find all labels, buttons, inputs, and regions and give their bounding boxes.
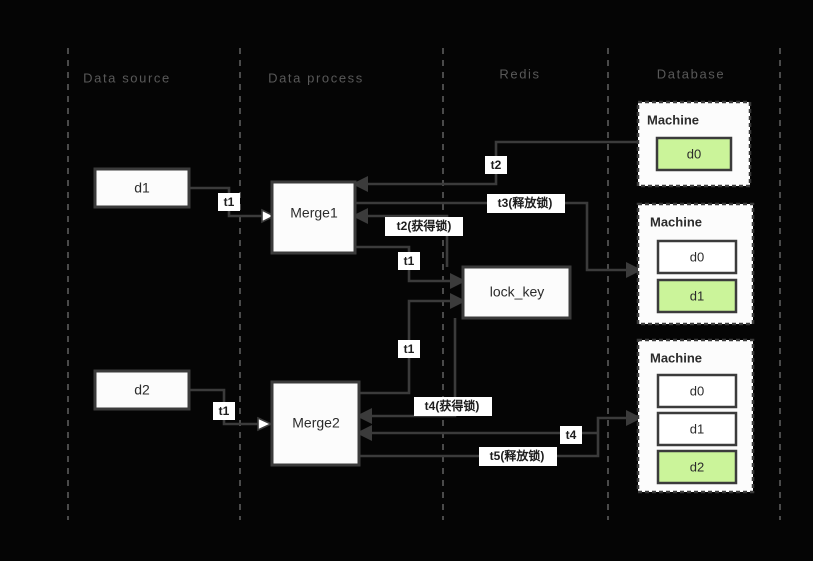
edge-label-merge1-lockkey: t1 [398, 252, 420, 270]
lane-titles: Data source Data process Redis Database [83, 66, 725, 85]
machine-3-chip-d2[interactable] [656, 449, 738, 485]
lane-title-data-source: Data source [83, 70, 171, 85]
node-d1-label: d1 [134, 180, 150, 196]
node-merge2-box[interactable] [270, 380, 361, 467]
edge-label-machine-merge2-bg [560, 426, 582, 444]
machine-2-chip-d1-label: d1 [690, 288, 704, 303]
edge-label-d2-merge2-bg [213, 402, 235, 420]
edge-label-d2-merge2-text: t1 [219, 404, 230, 418]
edge-label-lock-acquire-merge1-text: t2(获得锁) [397, 218, 452, 233]
machine-1[interactable]: Machine d0 [636, 100, 752, 188]
arrowhead-merge1-to-machine2 [626, 262, 642, 278]
connector-merge1-to-machine2 [355, 201, 628, 272]
edge-label-lock-acquire-merge2-bg [414, 397, 492, 416]
lane-title-data-process: Data process [268, 70, 364, 85]
connector-lockkey-acquire-merge1 [366, 214, 449, 267]
edge-label-merge1-lockkey-text: t1 [404, 254, 415, 268]
edge-label-lock-acquire-merge2-text: t4(获得锁) [425, 398, 480, 413]
node-merge1[interactable]: Merge1 [270, 180, 357, 255]
node-lock-key-label: lock_key [490, 284, 544, 300]
edge-label-d1-merge1: t1 [218, 193, 240, 211]
edge-label-merge2-machine3-bg [479, 447, 557, 466]
edge-label-machine-merge2: t4 [560, 426, 582, 444]
machine-3-chip-d2-label: d2 [690, 459, 704, 474]
lane-title-redis: Redis [499, 66, 540, 81]
machine-3-chip-d1[interactable] [656, 411, 738, 447]
edge-label-machine1-merge1: t2 [485, 156, 507, 174]
arrowhead-machine-to-merge2 [356, 425, 372, 441]
machine-2[interactable]: Machine d0 d1 [636, 202, 755, 326]
arrowhead-d2-to-merge2 [257, 416, 273, 432]
node-merge1-label: Merge1 [290, 205, 338, 221]
edge-label-machine1-merge1-text: t2 [491, 158, 502, 172]
arrowhead-d1-to-merge1 [261, 208, 276, 224]
machine-2-chip-d0[interactable] [656, 239, 738, 275]
edge-label-d1-merge1-text: t1 [224, 195, 235, 209]
arrowhead-machine1-to-merge1 [352, 176, 368, 192]
machine-1-chip-d0[interactable] [655, 136, 733, 172]
edge-label-merge1-machine2: t3(释放锁) [487, 194, 565, 213]
node-lock-key[interactable]: lock_key [461, 265, 572, 320]
machine-3-chip-d0-label: d0 [690, 383, 704, 398]
edge-label-merge1-machine2-text: t3(释放锁) [498, 195, 553, 210]
machine-3-chip-d0[interactable] [656, 373, 738, 409]
edge-label-machine-merge2-text: t4 [566, 428, 577, 442]
arrowhead-merge2-to-lockkey [450, 293, 466, 309]
node-lock-key-box[interactable] [461, 265, 572, 320]
edge-label-lock-acquire-merge2: t4(获得锁) [414, 397, 492, 416]
edge-label-merge2-lockkey-bg [398, 340, 420, 358]
connector-merge2-to-machine3 [359, 416, 628, 458]
edge-labels: t1 t1 t1 t1 t2(获得锁) t2 [213, 156, 582, 466]
edge-label-merge2-machine3-text: t5(释放锁) [490, 448, 545, 463]
node-d2[interactable]: d2 [93, 369, 191, 411]
edge-label-machine1-merge1-bg [485, 156, 507, 174]
node-d2-box[interactable] [93, 369, 191, 411]
edge-label-d2-merge2: t1 [213, 402, 235, 420]
machine-3[interactable]: Machine d0 d1 d2 [636, 338, 755, 494]
machine-2-title: Machine [650, 214, 702, 229]
node-merge1-box[interactable] [270, 180, 357, 255]
node-merge2[interactable]: Merge2 [270, 380, 361, 467]
machine-2-chip-d0-label: d0 [690, 249, 704, 264]
edge-label-merge1-lockkey-bg [398, 252, 420, 270]
edge-label-lock-acquire-merge1-bg [385, 217, 463, 236]
arrowhead-lockkey-acquire-merge1 [352, 208, 368, 224]
edge-label-merge2-machine3: t5(释放锁) [479, 447, 557, 466]
machine-3-chip-d1-label: d1 [690, 421, 704, 436]
node-d1-box[interactable] [93, 167, 191, 209]
arrowhead-merge1-to-lockkey [450, 273, 466, 289]
machine-2-chip-d1[interactable] [656, 278, 738, 314]
edge-label-merge2-lockkey-text: t1 [404, 342, 415, 356]
machine-1-title: Machine [647, 112, 699, 127]
machine-1-chip-d0-label: d0 [687, 146, 701, 161]
node-d1[interactable]: d1 [93, 167, 191, 209]
machine-3-title: Machine [650, 350, 702, 365]
edge-label-merge2-lockkey: t1 [398, 340, 420, 358]
edge-label-merge1-machine2-bg [487, 194, 565, 213]
edge-label-d1-merge1-bg [218, 193, 240, 211]
node-merge2-label: Merge2 [292, 415, 340, 431]
arrowhead-merge2-to-machine3 [626, 410, 642, 426]
node-d2-label: d2 [134, 382, 150, 398]
arrowhead-lockkey-acquire-merge2 [356, 408, 372, 424]
edge-label-lock-acquire-merge1: t2(获得锁) [385, 217, 463, 236]
lane-title-database: Database [657, 66, 725, 81]
